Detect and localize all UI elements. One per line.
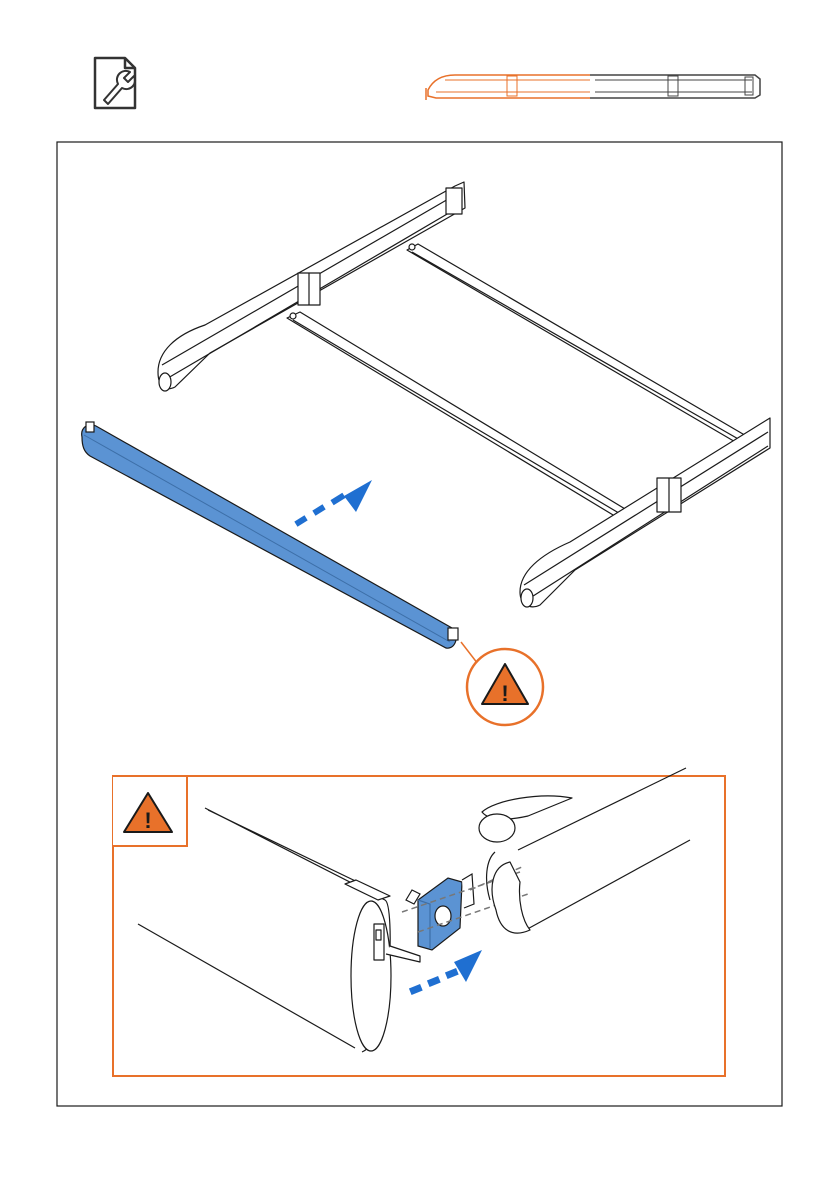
warning-badge: ! bbox=[113, 776, 187, 846]
warning-callout-icon: ! bbox=[461, 642, 543, 725]
rail-tube-profile bbox=[479, 768, 690, 933]
wrench-document-icon bbox=[95, 58, 135, 108]
callout-warning-symbol: ! bbox=[501, 681, 508, 706]
rail-overview-icon bbox=[426, 75, 760, 100]
blue-roller-bar bbox=[82, 422, 458, 648]
frame-rails-illustration bbox=[158, 182, 770, 607]
badge-warning-symbol: ! bbox=[144, 808, 151, 833]
blue-mounting-bracket bbox=[406, 874, 474, 950]
insert-direction-arrow bbox=[294, 480, 372, 527]
